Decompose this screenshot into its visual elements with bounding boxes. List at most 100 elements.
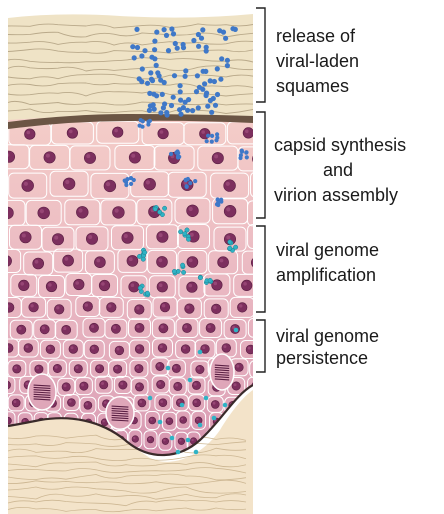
nucleus-highlight (56, 306, 59, 309)
cell-nucleus (53, 364, 61, 372)
cell-nucleus (243, 128, 254, 139)
cell-nucleus (135, 305, 145, 315)
viral-genome (143, 250, 147, 254)
released-virion (202, 81, 207, 86)
released-virion (147, 108, 152, 113)
nucleus-highlight (36, 366, 39, 369)
cell-nucleus (138, 399, 146, 407)
released-virion (186, 97, 191, 102)
viral-genome (228, 246, 232, 250)
nucleus-highlight (253, 259, 257, 263)
nucleus-highlight (69, 130, 73, 134)
virion (186, 177, 190, 181)
released-virion (140, 66, 145, 71)
nucleus-highlight (46, 154, 50, 158)
cell-nucleus (86, 233, 97, 244)
cell-nucleus (224, 180, 236, 192)
cell-nucleus (246, 345, 255, 354)
virion (244, 151, 248, 155)
nucleus-highlight (103, 420, 105, 422)
released-virion (132, 55, 137, 60)
cell-nucleus (20, 232, 31, 243)
released-virion (164, 33, 169, 38)
nucleus-highlight (162, 304, 165, 307)
nucleus-highlight (226, 182, 230, 186)
cell-nucleus (1, 256, 12, 267)
viral-episome (223, 403, 228, 408)
nucleus-highlight (266, 306, 269, 309)
virion (141, 119, 145, 123)
cell-nucleus (252, 381, 260, 389)
nucleus-highlight (245, 130, 249, 134)
nucleus-highlight (35, 260, 39, 264)
released-virion (154, 63, 159, 68)
nucleus-highlight (6, 419, 8, 421)
cell-nucleus (74, 279, 85, 290)
nucleus-highlight (167, 419, 169, 421)
nucleus-highlight (108, 304, 111, 307)
viral-genome (228, 240, 232, 244)
cell-nucleus (129, 152, 140, 163)
cell-nucleus (206, 323, 215, 332)
virion (245, 155, 249, 159)
virion (132, 178, 136, 182)
nucleus-highlight (5, 153, 9, 157)
cell-nucleus (147, 436, 154, 443)
label-assembly-line-2: and (323, 160, 353, 180)
cell-nucleus (33, 258, 44, 269)
nucleus-highlight (48, 346, 51, 349)
released-virion (173, 41, 178, 46)
cell-nucleus (95, 365, 103, 373)
nucleus-highlight (136, 366, 139, 369)
nucleus-highlight (26, 345, 29, 348)
viral-genome (158, 210, 162, 214)
nucleus-highlight (55, 366, 58, 369)
viral-genome (198, 276, 202, 280)
nucleus-highlight (114, 129, 118, 133)
released-virion (152, 47, 157, 52)
nucleus-highlight (196, 418, 198, 420)
cell-nucleus (24, 344, 33, 353)
cell-nucleus (113, 207, 125, 219)
released-virion (190, 108, 195, 113)
virion (169, 152, 173, 156)
nucleus-highlight (226, 235, 230, 239)
cell-nucleus (113, 365, 121, 373)
cell-nucleus (100, 381, 108, 389)
cell-nucleus (22, 180, 34, 192)
released-virion (178, 98, 183, 103)
released-virion (154, 29, 159, 34)
released-virion (211, 96, 216, 101)
label-persistence: viral genome persistence (276, 326, 379, 368)
cell-nucleus (159, 324, 168, 333)
cell-nucleus (54, 305, 64, 315)
released-virion (212, 79, 217, 84)
cell-nucleus (156, 362, 164, 370)
cell-nucleus (63, 255, 74, 266)
nucleus-highlight (115, 366, 118, 369)
mitotic-cell (210, 354, 234, 390)
nucleus-highlight (163, 439, 165, 441)
cell-nucleus (262, 418, 269, 425)
released-virion (142, 48, 147, 53)
nucleus-highlight (260, 233, 264, 237)
cell-nucleus (119, 381, 127, 389)
nucleus-highlight (263, 419, 265, 421)
nucleus-highlight (92, 347, 95, 350)
cell-nucleus (157, 256, 168, 267)
cell-nucleus (111, 324, 120, 333)
released-virion (150, 78, 155, 83)
viral-genome (186, 237, 190, 241)
nucleus-highlight (161, 325, 164, 328)
cell-nucleus (187, 282, 198, 293)
cell-nucleus (182, 323, 191, 332)
cell-nucleus (46, 345, 55, 354)
released-virion (205, 104, 210, 109)
nucleus-highlight (86, 154, 90, 158)
released-virion (162, 27, 167, 32)
virion (214, 138, 218, 142)
mitotic-cell (28, 374, 56, 410)
cell-nucleus (160, 302, 170, 312)
nucleus-highlight (139, 400, 142, 403)
cell-nucleus (25, 129, 36, 140)
